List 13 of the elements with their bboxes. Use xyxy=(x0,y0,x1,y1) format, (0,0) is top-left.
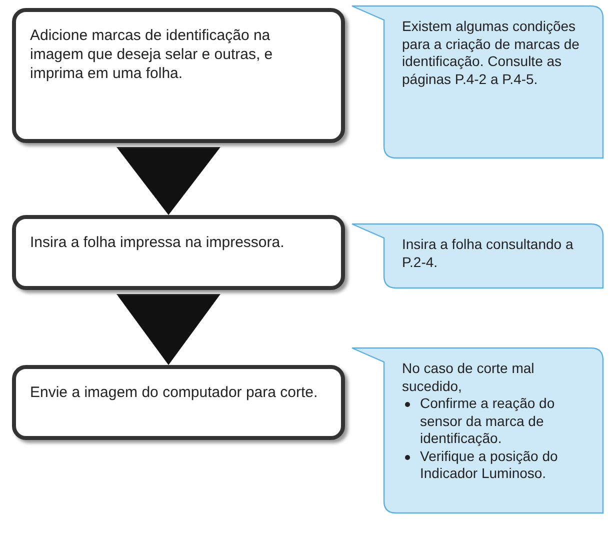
bullet-item: Confirme a reação do sensor da marca de identificação. xyxy=(420,395,556,448)
process-box xyxy=(12,365,345,440)
flow-arrow xyxy=(116,147,220,215)
step-text: Envie a imagem do computador para corte. xyxy=(30,384,318,401)
step-text: Insira a folha impressa na impressora. xyxy=(30,234,284,251)
process-box xyxy=(12,215,345,290)
flow-arrow xyxy=(116,294,220,365)
process-box xyxy=(12,8,345,143)
step-text: Adicione marcas de identificação na imagem que deseja selar e outras, e imprima em uma folha. xyxy=(30,27,273,82)
step-text: Existem algumas condições para a criação de marcas de identificação. Consulte as páginas P.4-2 a P.4-5. xyxy=(402,18,580,88)
bullet-item: Verifique a posição do Indicador Luminoso. xyxy=(420,448,559,482)
step-text: No caso de corte mal sucedido, xyxy=(402,360,536,395)
step-text: Insira a folha consultando a P.2-4. xyxy=(402,236,574,271)
